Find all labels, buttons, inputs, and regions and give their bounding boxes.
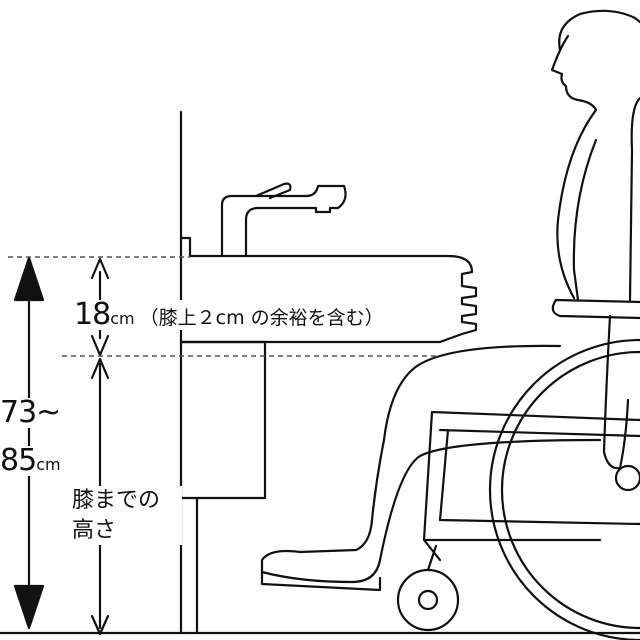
- gap-arrow-top: [90, 257, 110, 280]
- person-back: [628, 96, 640, 302]
- height-value-label: 73~: [0, 395, 61, 430]
- height-value-line2: 85: [0, 443, 37, 478]
- gap-unit: cm: [110, 309, 135, 328]
- height-arrow-top: [13, 256, 45, 302]
- sink-counter: [179, 236, 478, 344]
- faucet-lever: [254, 182, 292, 200]
- height-value-line1: 73~: [0, 395, 61, 430]
- wheelchair-hand-grip: [614, 464, 640, 492]
- person-thigh: [382, 344, 562, 442]
- person-front: [556, 108, 598, 300]
- gap-arrow-bottom: [90, 334, 110, 357]
- wheelchair-caster-hub: [417, 589, 439, 611]
- gap-dimension-label: 18cm （膝上２cm の余裕を含む）: [74, 300, 384, 330]
- gap-value: 18: [74, 297, 111, 332]
- person-forearm: [602, 314, 630, 470]
- wheelchair-big-wheel: [488, 338, 640, 640]
- wheelchair-armrest: [551, 298, 640, 320]
- faucet: [220, 184, 347, 258]
- knee-arrow-top: [90, 357, 110, 380]
- height-unit: cm: [36, 455, 61, 474]
- person-shin: [260, 438, 602, 584]
- person-face: [550, 34, 598, 112]
- person-arm: [572, 138, 598, 302]
- wheelchair-caster: [396, 568, 460, 632]
- knee-arrow-bottom: [90, 614, 110, 636]
- person-head: [558, 9, 640, 52]
- knee-height-label: 膝までの 高さ: [72, 486, 182, 546]
- wheelchair-frame: [422, 410, 640, 562]
- knee-height-line2: 高さ: [72, 517, 117, 543]
- gap-note: （膝上２cm の余裕を含む）: [139, 307, 384, 329]
- sink-cabinet: [179, 340, 267, 500]
- wheelchair-big-wheel-inner: [500, 350, 640, 630]
- height-value-label-2: 85cm: [0, 446, 61, 476]
- height-arrow-bottom: [13, 584, 45, 630]
- knee-height-line1: 膝までの: [72, 488, 161, 513]
- wheelchair-caster-fork: [426, 544, 438, 572]
- wheelchair-footrest: [260, 570, 382, 592]
